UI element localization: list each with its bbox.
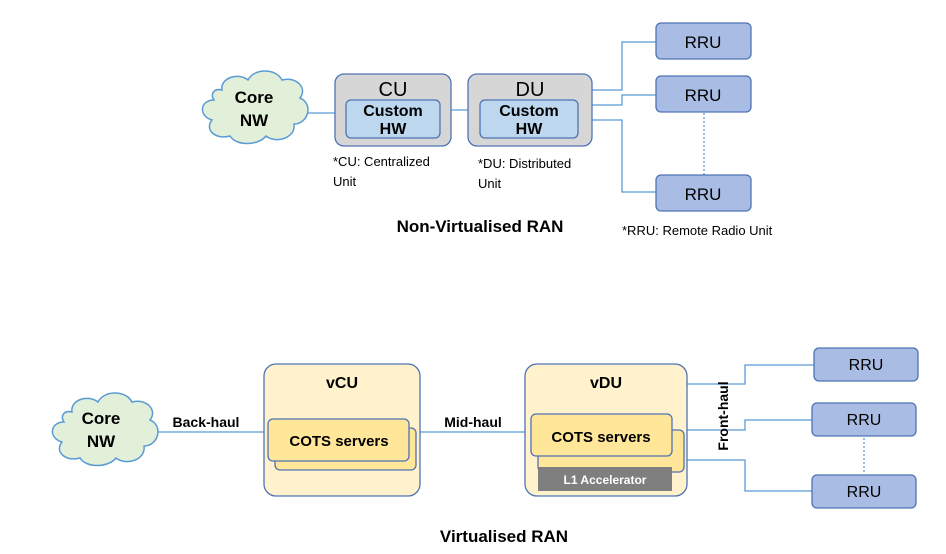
top-caption: Non-Virtualised RAN — [397, 217, 564, 236]
bottom-connectors — [152, 364, 865, 492]
rru-top-1-label: RRU — [685, 33, 722, 52]
core-network-cloud-top: Core NW — [201, 70, 309, 145]
rru-top-1: RRU — [655, 22, 752, 60]
vdu-title: vDU — [590, 375, 622, 392]
du-inner-line2: HW — [516, 121, 544, 138]
core-network-cloud-bottom: Core NW — [51, 392, 159, 467]
du-title: DU — [516, 79, 545, 101]
vcu-box: vCU COTS servers — [263, 363, 421, 497]
cu-inner-line2: HW — [380, 121, 408, 138]
cu-box: CU Custom HW — [334, 73, 452, 147]
rru-bottom-1: RRU — [813, 347, 919, 382]
rru-note: *RRU: Remote Radio Unit — [622, 223, 773, 238]
rru-bottom-2-label: RRU — [847, 412, 882, 429]
cu-inner-line1: Custom — [363, 103, 423, 120]
rru-bottom-3: RRU — [811, 474, 917, 509]
top-connectors — [297, 41, 705, 193]
backhaul-label: Back-haul — [173, 414, 240, 430]
midhaul-label: Mid-haul — [444, 414, 502, 430]
vdu-box: vDU COTS servers L1 Accelerator — [524, 363, 688, 497]
rru-top-2-label: RRU — [685, 86, 722, 105]
cu-note-line1: *CU: Centralized — [333, 154, 430, 169]
vcu-servers-label: COTS servers — [289, 433, 388, 450]
l1-accelerator-label: L1 Accelerator — [564, 473, 647, 487]
cu-note-line2: Unit — [333, 174, 357, 189]
rru-top-3-label: RRU — [685, 185, 722, 204]
cloud-top-line2: NW — [240, 111, 269, 130]
rru-top-3: RRU — [655, 174, 752, 212]
du-inner-line1: Custom — [499, 103, 559, 120]
rru-bottom-2: RRU — [811, 402, 917, 437]
du-note-line1: *DU: Distributed — [478, 156, 571, 171]
vdu-servers-label: COTS servers — [551, 429, 650, 446]
rru-top-2: RRU — [655, 75, 752, 113]
du-box: DU Custom HW — [467, 73, 593, 147]
fronthaul-label: Front-haul — [715, 381, 731, 450]
du-note-line2: Unit — [478, 176, 502, 191]
cu-title: CU — [379, 79, 408, 101]
vcu-title: vCU — [326, 375, 358, 392]
rru-bottom-3-label: RRU — [847, 484, 882, 501]
cloud-bottom-line2: NW — [87, 432, 116, 451]
cloud-top-line1: Core — [235, 88, 274, 107]
rru-bottom-1-label: RRU — [849, 357, 884, 374]
cloud-bottom-line1: Core — [82, 409, 121, 428]
bottom-caption: Virtualised RAN — [440, 527, 568, 546]
